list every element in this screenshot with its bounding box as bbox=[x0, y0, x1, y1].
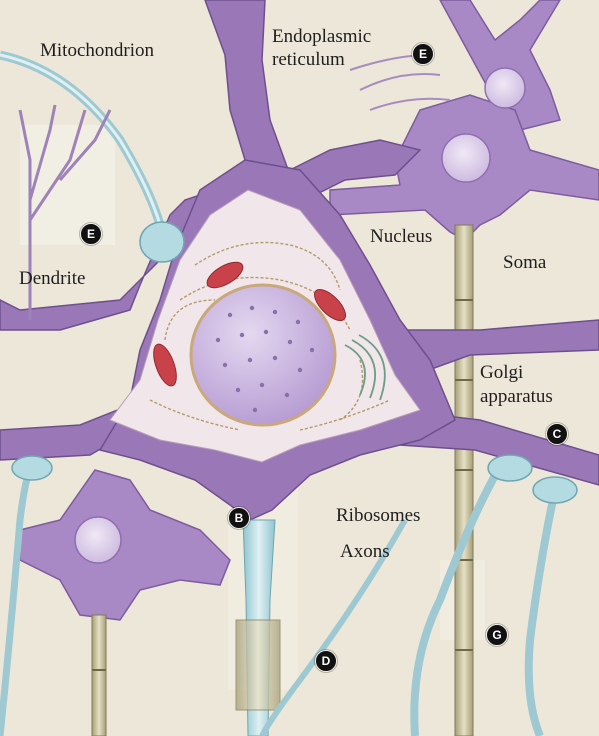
golgi-stack bbox=[344, 334, 386, 401]
label-dendrite: Dendrite bbox=[19, 268, 86, 289]
label-axons: Axons bbox=[340, 541, 390, 562]
er-strands bbox=[349, 54, 451, 111]
lower-left-axon bbox=[91, 614, 107, 736]
marker-er: E bbox=[412, 43, 434, 65]
marker-axon-base: D bbox=[315, 650, 337, 672]
marker-axon-right: G bbox=[486, 624, 508, 646]
label-nucleus: Nucleus bbox=[370, 226, 433, 247]
lower-nucleus bbox=[74, 516, 122, 564]
marker-golgi: C bbox=[546, 423, 568, 445]
label-golgi: Golgi bbox=[480, 362, 524, 383]
nucleus-pores bbox=[215, 305, 315, 413]
mitochondria bbox=[153, 261, 347, 387]
dendrite-branches bbox=[18, 104, 112, 320]
marker-dendrite: E bbox=[80, 223, 102, 245]
label-apparatus: apparatus bbox=[480, 386, 553, 407]
marker-axon-hillock: B bbox=[228, 507, 250, 529]
right-axon bbox=[454, 224, 474, 736]
right-terminals bbox=[259, 454, 578, 736]
label-mitochondrion: Mitochondrion bbox=[40, 40, 154, 61]
lower-left-neuron bbox=[19, 469, 231, 621]
label-ribosomes: Ribosomes bbox=[336, 505, 421, 526]
lower-left-terminal bbox=[0, 455, 53, 736]
upper-nucleus-back bbox=[484, 67, 526, 109]
central-axon bbox=[235, 519, 281, 736]
upper-left-terminal bbox=[0, 50, 185, 263]
upper-nucleus bbox=[441, 133, 491, 183]
label-soma: Soma bbox=[503, 252, 547, 273]
label-reticulum: reticulum bbox=[272, 49, 345, 70]
label-endoplasmic: Endoplasmic bbox=[272, 26, 372, 47]
nucleus-shape bbox=[189, 283, 337, 427]
